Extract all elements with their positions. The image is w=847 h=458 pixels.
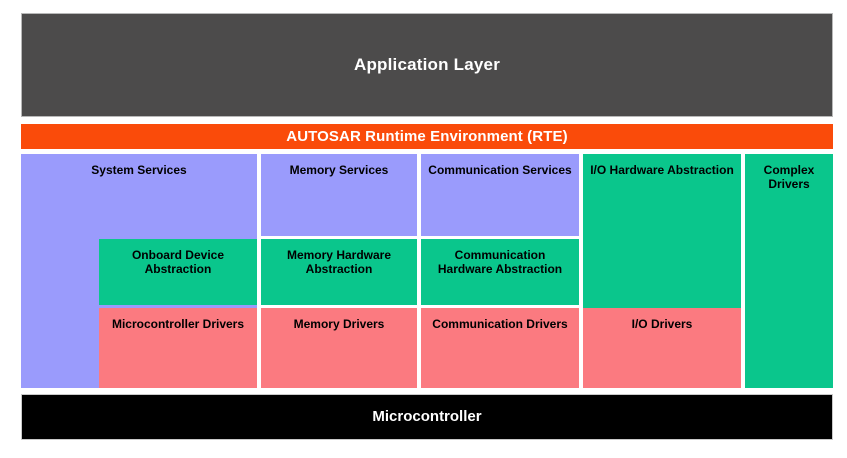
system-services-label: System Services [91, 163, 187, 177]
block-communication-drivers: Communication Drivers [421, 308, 579, 388]
application-layer-label: Application Layer [353, 54, 501, 74]
block-memory-services: Memory Services [261, 154, 417, 236]
memory-drivers-label: Memory Drivers [293, 317, 385, 331]
microcontroller-label: Microcontroller [372, 408, 482, 426]
application-layer-block: Application Layer [21, 13, 833, 117]
communication-hardware-abstraction-label: Communication Hardware Abstraction [437, 248, 563, 277]
block-communication-services: Communication Services [421, 154, 579, 236]
rte-bar: AUTOSAR Runtime Environment (RTE) [21, 124, 833, 149]
microcontroller-bar: Microcontroller [21, 394, 833, 440]
io-hardware-abstraction-label: I/O Hardware Abstraction [590, 163, 734, 177]
block-complex-drivers: Complex Drivers [745, 154, 833, 388]
block-memory-drivers: Memory Drivers [261, 308, 417, 388]
complex-drivers-label: Complex Drivers [763, 163, 815, 192]
onboard-device-abstraction-label: Onboard Device Abstraction [131, 248, 224, 277]
io-drivers-label: I/O Drivers [631, 317, 693, 331]
block-microcontroller-drivers: Microcontroller Drivers [99, 308, 257, 388]
memory-hardware-abstraction-label: Memory Hardware Abstraction [286, 248, 392, 277]
memory-services-label: Memory Services [289, 163, 389, 177]
microcontroller-drivers-label: Microcontroller Drivers [111, 317, 245, 331]
block-memory-hardware-abstraction: Memory Hardware Abstraction [261, 239, 417, 305]
communication-services-label: Communication Services [428, 163, 572, 177]
block-onboard-device-abstraction: Onboard Device Abstraction [99, 239, 257, 305]
rte-label: AUTOSAR Runtime Environment (RTE) [286, 127, 568, 145]
block-communication-hardware-abstraction: Communication Hardware Abstraction [421, 239, 579, 305]
communication-drivers-label: Communication Drivers [432, 317, 568, 331]
block-io-drivers: I/O Drivers [583, 308, 741, 388]
